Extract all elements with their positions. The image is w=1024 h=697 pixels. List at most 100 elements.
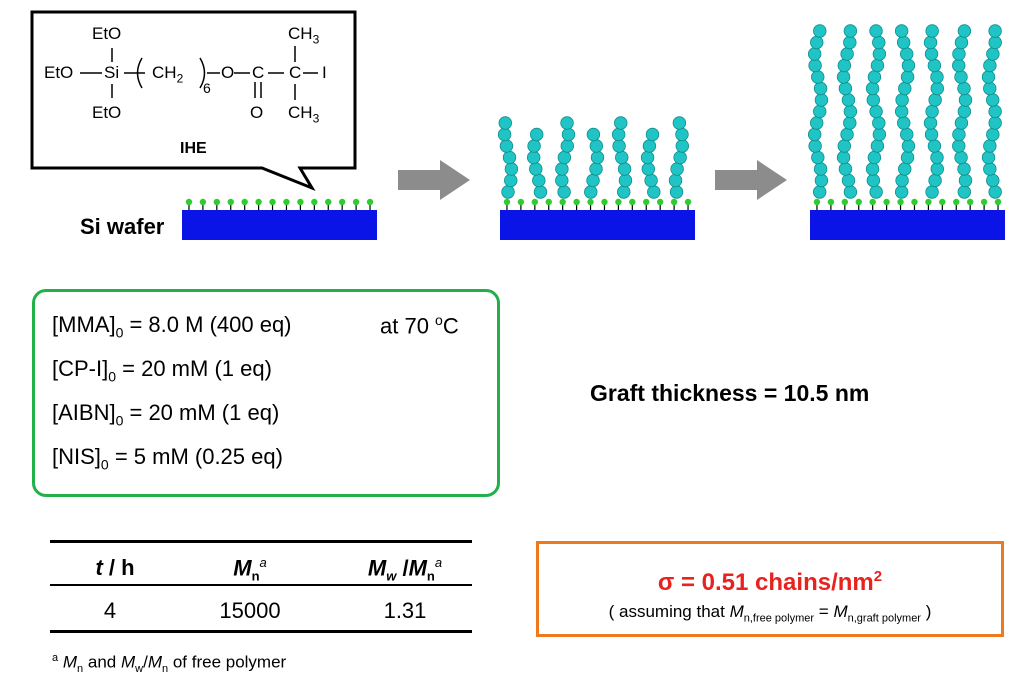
monomer-bead xyxy=(925,185,939,199)
monomer-bead xyxy=(988,104,1002,119)
table-cell-mn: 15000 xyxy=(219,598,281,623)
monomer-bead xyxy=(617,162,632,176)
monomer-bead xyxy=(983,81,997,96)
initiator-dot xyxy=(939,198,946,206)
table-cell-dispersity: 1.31 xyxy=(383,598,427,623)
monomer-bead xyxy=(836,150,851,165)
monomer-bead xyxy=(930,162,944,176)
monomer-bead xyxy=(560,116,574,130)
monomer-bead xyxy=(957,162,971,176)
monomer-bead xyxy=(611,127,626,142)
monomer-bead xyxy=(527,139,541,153)
table-cell-time: 4 xyxy=(103,598,117,623)
monomer-bead xyxy=(928,93,942,107)
monomer-bead xyxy=(808,139,822,153)
initiator-dot xyxy=(925,198,932,206)
monomer-bead xyxy=(867,150,882,165)
condition-line: [AIBN]0 = 20 mM (1 eq) xyxy=(52,400,280,429)
monomer-bead xyxy=(927,139,942,153)
initiator-dot xyxy=(352,198,360,206)
monomer-bead xyxy=(867,70,882,84)
table-bottom-rule xyxy=(50,630,472,633)
monomer-bead xyxy=(644,173,658,188)
monomer-bead xyxy=(952,47,966,61)
monomer-bead xyxy=(645,127,660,142)
monomer-bead xyxy=(615,150,629,165)
initiator-dot xyxy=(255,198,262,206)
monomer-bead xyxy=(504,173,518,188)
monomer-bead xyxy=(900,127,914,142)
table-header-mn: Mna xyxy=(233,555,267,584)
monomer-bead xyxy=(896,35,911,50)
monomer-bead xyxy=(837,58,852,73)
monomer-bead xyxy=(952,139,966,153)
monomer-bead xyxy=(811,70,825,84)
monomer-bead xyxy=(865,81,880,96)
monomer-bead xyxy=(981,150,996,165)
monomer-bead xyxy=(981,70,996,84)
ch3-top-label: CH3 xyxy=(288,24,320,47)
monomer-bead xyxy=(640,150,655,165)
monomer-bead xyxy=(983,58,997,73)
monomer-bead xyxy=(866,173,881,188)
monomer-bead xyxy=(957,24,972,38)
monomer-bead xyxy=(923,35,938,50)
monomer-bead xyxy=(590,150,605,165)
monomer-bead xyxy=(841,173,856,188)
monomer-bead xyxy=(869,104,883,119)
monomer-bead xyxy=(983,139,997,153)
monomer-bead xyxy=(954,35,969,50)
monomer-bead xyxy=(814,93,829,107)
initiator-dot xyxy=(883,198,890,206)
initiator-dot xyxy=(813,198,821,206)
table-top-rule xyxy=(50,540,472,543)
monomer-bead xyxy=(675,139,690,153)
monomer-bead xyxy=(894,24,909,38)
initiator-dot xyxy=(366,198,374,206)
initiator-dot xyxy=(517,198,525,206)
monomer-bead xyxy=(986,47,1000,61)
initiator-dot xyxy=(241,198,248,206)
condition-line: [NIS]0 = 5 mM (0.25 eq) xyxy=(52,444,283,473)
initiator-dot xyxy=(573,198,580,206)
monomer-bead xyxy=(869,185,883,199)
monomer-bead xyxy=(499,139,514,153)
monomer-bead xyxy=(952,58,966,73)
monomer-bead xyxy=(895,173,909,188)
monomer-bead xyxy=(930,81,945,96)
initiator-dot xyxy=(994,198,1002,206)
monomer-bead xyxy=(808,58,822,73)
monomer-bead xyxy=(869,24,883,38)
eto-top-label: EtO xyxy=(92,24,122,43)
monomer-bead xyxy=(498,116,512,130)
assumption-note: ( assuming that Mn,free polymer = Mn,gra… xyxy=(608,602,932,625)
monomer-bead xyxy=(812,185,827,199)
monomer-bead xyxy=(675,127,689,142)
monomer-bead xyxy=(927,58,942,73)
monomer-bead xyxy=(957,81,971,96)
monomer-bead xyxy=(900,150,915,165)
monomer-bead xyxy=(557,150,572,165)
monomer-bead xyxy=(668,173,683,188)
monomer-bead xyxy=(526,150,541,165)
monomer-bead xyxy=(810,35,824,50)
initiator-dot xyxy=(980,198,988,206)
monomer-bead xyxy=(986,127,1000,142)
table-header-time: t / h xyxy=(95,555,135,580)
monomer-bead xyxy=(813,104,827,119)
initiator-dot xyxy=(311,198,318,206)
initiator-dot xyxy=(185,198,193,206)
monomer-bead xyxy=(840,47,854,61)
initiator-dot xyxy=(869,198,876,206)
monomer-bead xyxy=(957,104,972,119)
monomer-bead xyxy=(811,150,825,165)
monomer-bead xyxy=(983,162,997,176)
initiator-dot xyxy=(670,198,678,206)
monomer-bead xyxy=(836,70,851,84)
monomer-bead xyxy=(894,104,909,119)
monomer-bead xyxy=(843,116,857,130)
monomer-bead xyxy=(586,173,600,188)
monomer-bead xyxy=(838,81,853,96)
initiator-dot xyxy=(966,198,974,206)
monomer-bead xyxy=(988,24,1002,38)
